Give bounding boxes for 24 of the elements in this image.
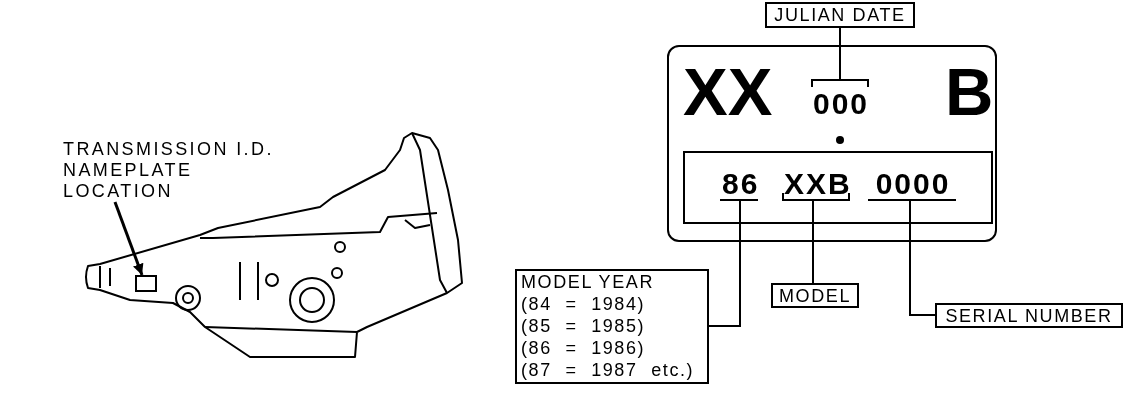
year-code-entry: (87 = 1987 etc.) — [521, 359, 696, 381]
nameplate-panel — [667, 45, 997, 242]
year-code-entry: (85 = 1985) — [521, 315, 647, 337]
plate-code-text: 000 — [811, 79, 869, 119]
leader-line — [909, 200, 936, 316]
callout-heading: MODEL YEAR — [521, 271, 656, 293]
plate-code-text: B — [945, 58, 994, 125]
callout-box — [515, 269, 709, 384]
callout-label: TRANSMISSION I.D. NAMEPLATE LOCATION — [63, 139, 291, 202]
leader-line — [839, 27, 841, 80]
plate-code-text: XX — [683, 58, 773, 125]
leader-arrow — [113, 201, 144, 276]
callout-label: JULIAN DATE — [765, 2, 915, 28]
year-code-entry: (84 = 1984) — [521, 293, 647, 315]
callout-label: MODEL — [771, 283, 859, 308]
leader-line — [812, 200, 814, 284]
year-code-entry: (86 = 1986) — [521, 337, 647, 359]
code-frame — [683, 151, 993, 224]
plate-code-text: XXB — [782, 169, 850, 201]
nameplate-tag — [135, 275, 157, 292]
plate-code-text: 0000 — [868, 169, 956, 201]
callout-label: SERIAL NUMBER — [935, 303, 1123, 328]
leader-line — [708, 200, 741, 327]
plate-code-text: 86 — [720, 169, 758, 201]
